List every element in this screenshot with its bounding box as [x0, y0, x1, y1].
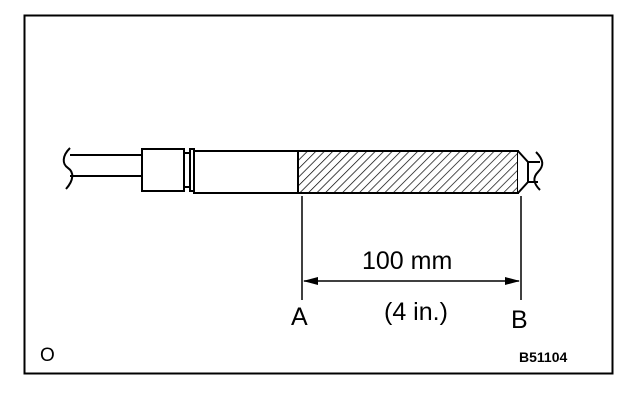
dimension-imperial-label: (4 in.) — [384, 298, 448, 326]
dimension-line — [303, 277, 520, 285]
figure-code-label: B51104 — [519, 349, 568, 365]
left-rod — [62, 147, 142, 190]
diagram-frame — [23, 14, 614, 375]
collar — [141, 148, 195, 192]
main-rod — [193, 150, 544, 194]
corner-mark-label: O — [40, 345, 55, 366]
point-a-label: A — [291, 303, 308, 331]
hatched-section — [297, 150, 519, 194]
dimension-metric-label: 100 mm — [362, 247, 453, 275]
point-b-label: B — [511, 306, 528, 334]
